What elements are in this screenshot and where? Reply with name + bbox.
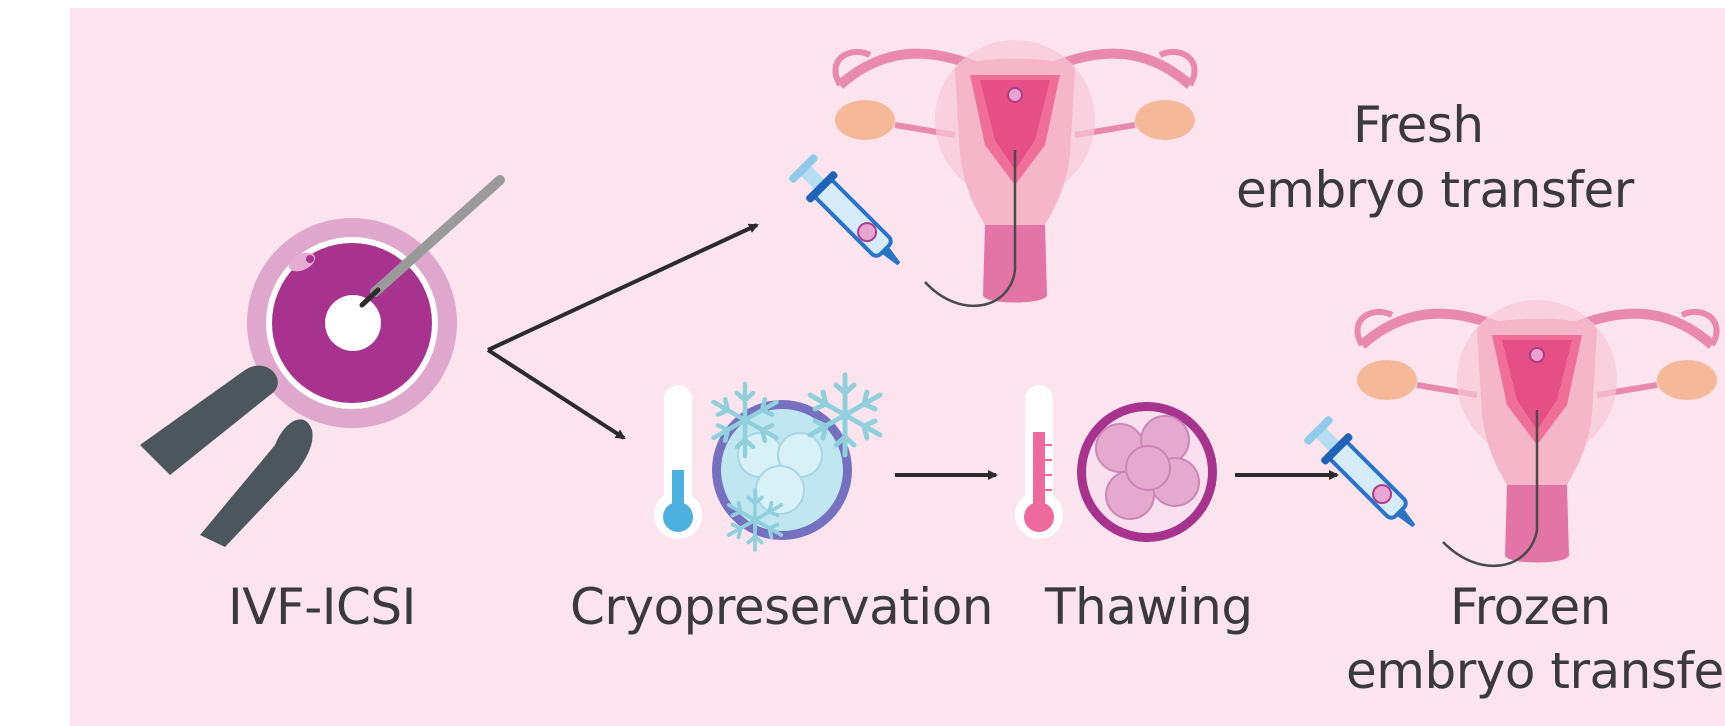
label-frozen-line1: Frozen bbox=[1450, 582, 1611, 632]
label-fresh-line2: embryo transfer bbox=[1236, 165, 1634, 215]
label-cryopreservation: Cryopreservation bbox=[570, 582, 993, 632]
thawed-embryo-icon bbox=[1077, 402, 1217, 542]
label-thawing: Thawing bbox=[1045, 582, 1253, 632]
syringe-fresh-icon bbox=[786, 151, 913, 278]
cold-thermometer-icon bbox=[654, 385, 702, 539]
label-ivf-icsi: IVF-ICSI bbox=[228, 582, 416, 632]
warm-thermometer-icon bbox=[1015, 385, 1063, 539]
label-frozen-line2: embryo transfer bbox=[1346, 646, 1725, 696]
label-fresh-line1: Fresh bbox=[1353, 100, 1484, 150]
